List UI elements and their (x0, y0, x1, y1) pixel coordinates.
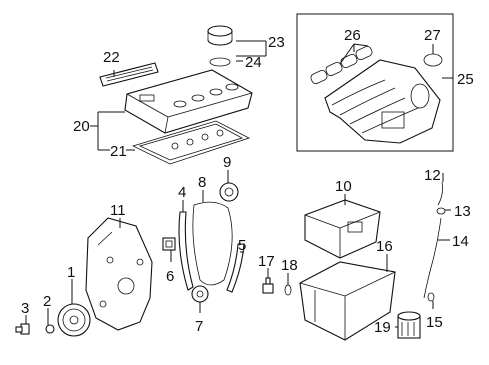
valve-cover (124, 69, 253, 134)
callout-17: 17 (258, 253, 275, 270)
callout-24: 24 (245, 54, 262, 71)
callout-13: 13 (454, 203, 471, 220)
pulley-washer (45, 324, 55, 334)
callout-23: 23 (268, 34, 285, 51)
callout-7: 7 (195, 318, 203, 335)
intake-manifold (324, 59, 441, 144)
crankshaft-sprocket (191, 285, 209, 303)
callout-26: 26 (344, 27, 361, 44)
callout-15: 15 (426, 314, 443, 331)
callout-25: 25 (457, 71, 474, 88)
callout-22: 22 (103, 49, 120, 66)
tensioner-arm (226, 243, 245, 293)
engine-cover-strip (99, 62, 159, 87)
callout-8: 8 (198, 174, 206, 191)
callout-16: 16 (376, 238, 393, 255)
callout-4: 4 (178, 184, 186, 201)
drain-plug (262, 277, 274, 294)
oil-dipstick (437, 181, 443, 206)
pulley-bolt (15, 323, 30, 335)
callout-12: 12 (424, 167, 441, 184)
throttle-body-gasket (423, 53, 443, 67)
timing-chain (192, 201, 233, 286)
tube-o-ring (427, 292, 435, 302)
oil-pan (299, 261, 396, 341)
callout-5: 5 (238, 237, 246, 254)
callout-10: 10 (335, 178, 352, 195)
callout-3: 3 (21, 300, 29, 317)
callout-labels: 1 2 3 4 5 6 7 8 9 10 11 12 13 14 15 16 1… (21, 27, 474, 336)
intake-manifold-gaskets (310, 46, 373, 84)
timing-chain-guide (178, 211, 194, 291)
callout-21: 21 (110, 143, 127, 160)
callout-27: 27 (424, 27, 441, 44)
chain-tensioner (162, 237, 176, 251)
intake-manifold-inset-box (296, 13, 454, 152)
camshaft-sprocket (219, 182, 239, 202)
callout-19: 19 (374, 319, 391, 336)
oil-pump-module (304, 199, 381, 259)
callout-1: 1 (67, 264, 75, 281)
crankshaft-pulley (57, 303, 91, 337)
leader-lines (25, 40, 453, 328)
callout-11: 11 (110, 202, 126, 219)
callout-2: 2 (43, 293, 51, 310)
callout-6: 6 (166, 268, 174, 285)
filler-cap-o-ring (209, 57, 231, 67)
callout-20: 20 (73, 118, 90, 135)
callout-9: 9 (223, 154, 231, 171)
dipstick-o-ring (436, 207, 446, 215)
callout-18: 18 (281, 257, 298, 274)
timing-cover (85, 217, 153, 331)
dipstick-tube (423, 217, 442, 299)
oil-filler-cap (207, 25, 233, 46)
callout-14: 14 (452, 233, 469, 250)
valve-cover-gasket (131, 120, 251, 165)
oil-filter (397, 311, 421, 339)
drain-plug-washer (284, 284, 292, 296)
